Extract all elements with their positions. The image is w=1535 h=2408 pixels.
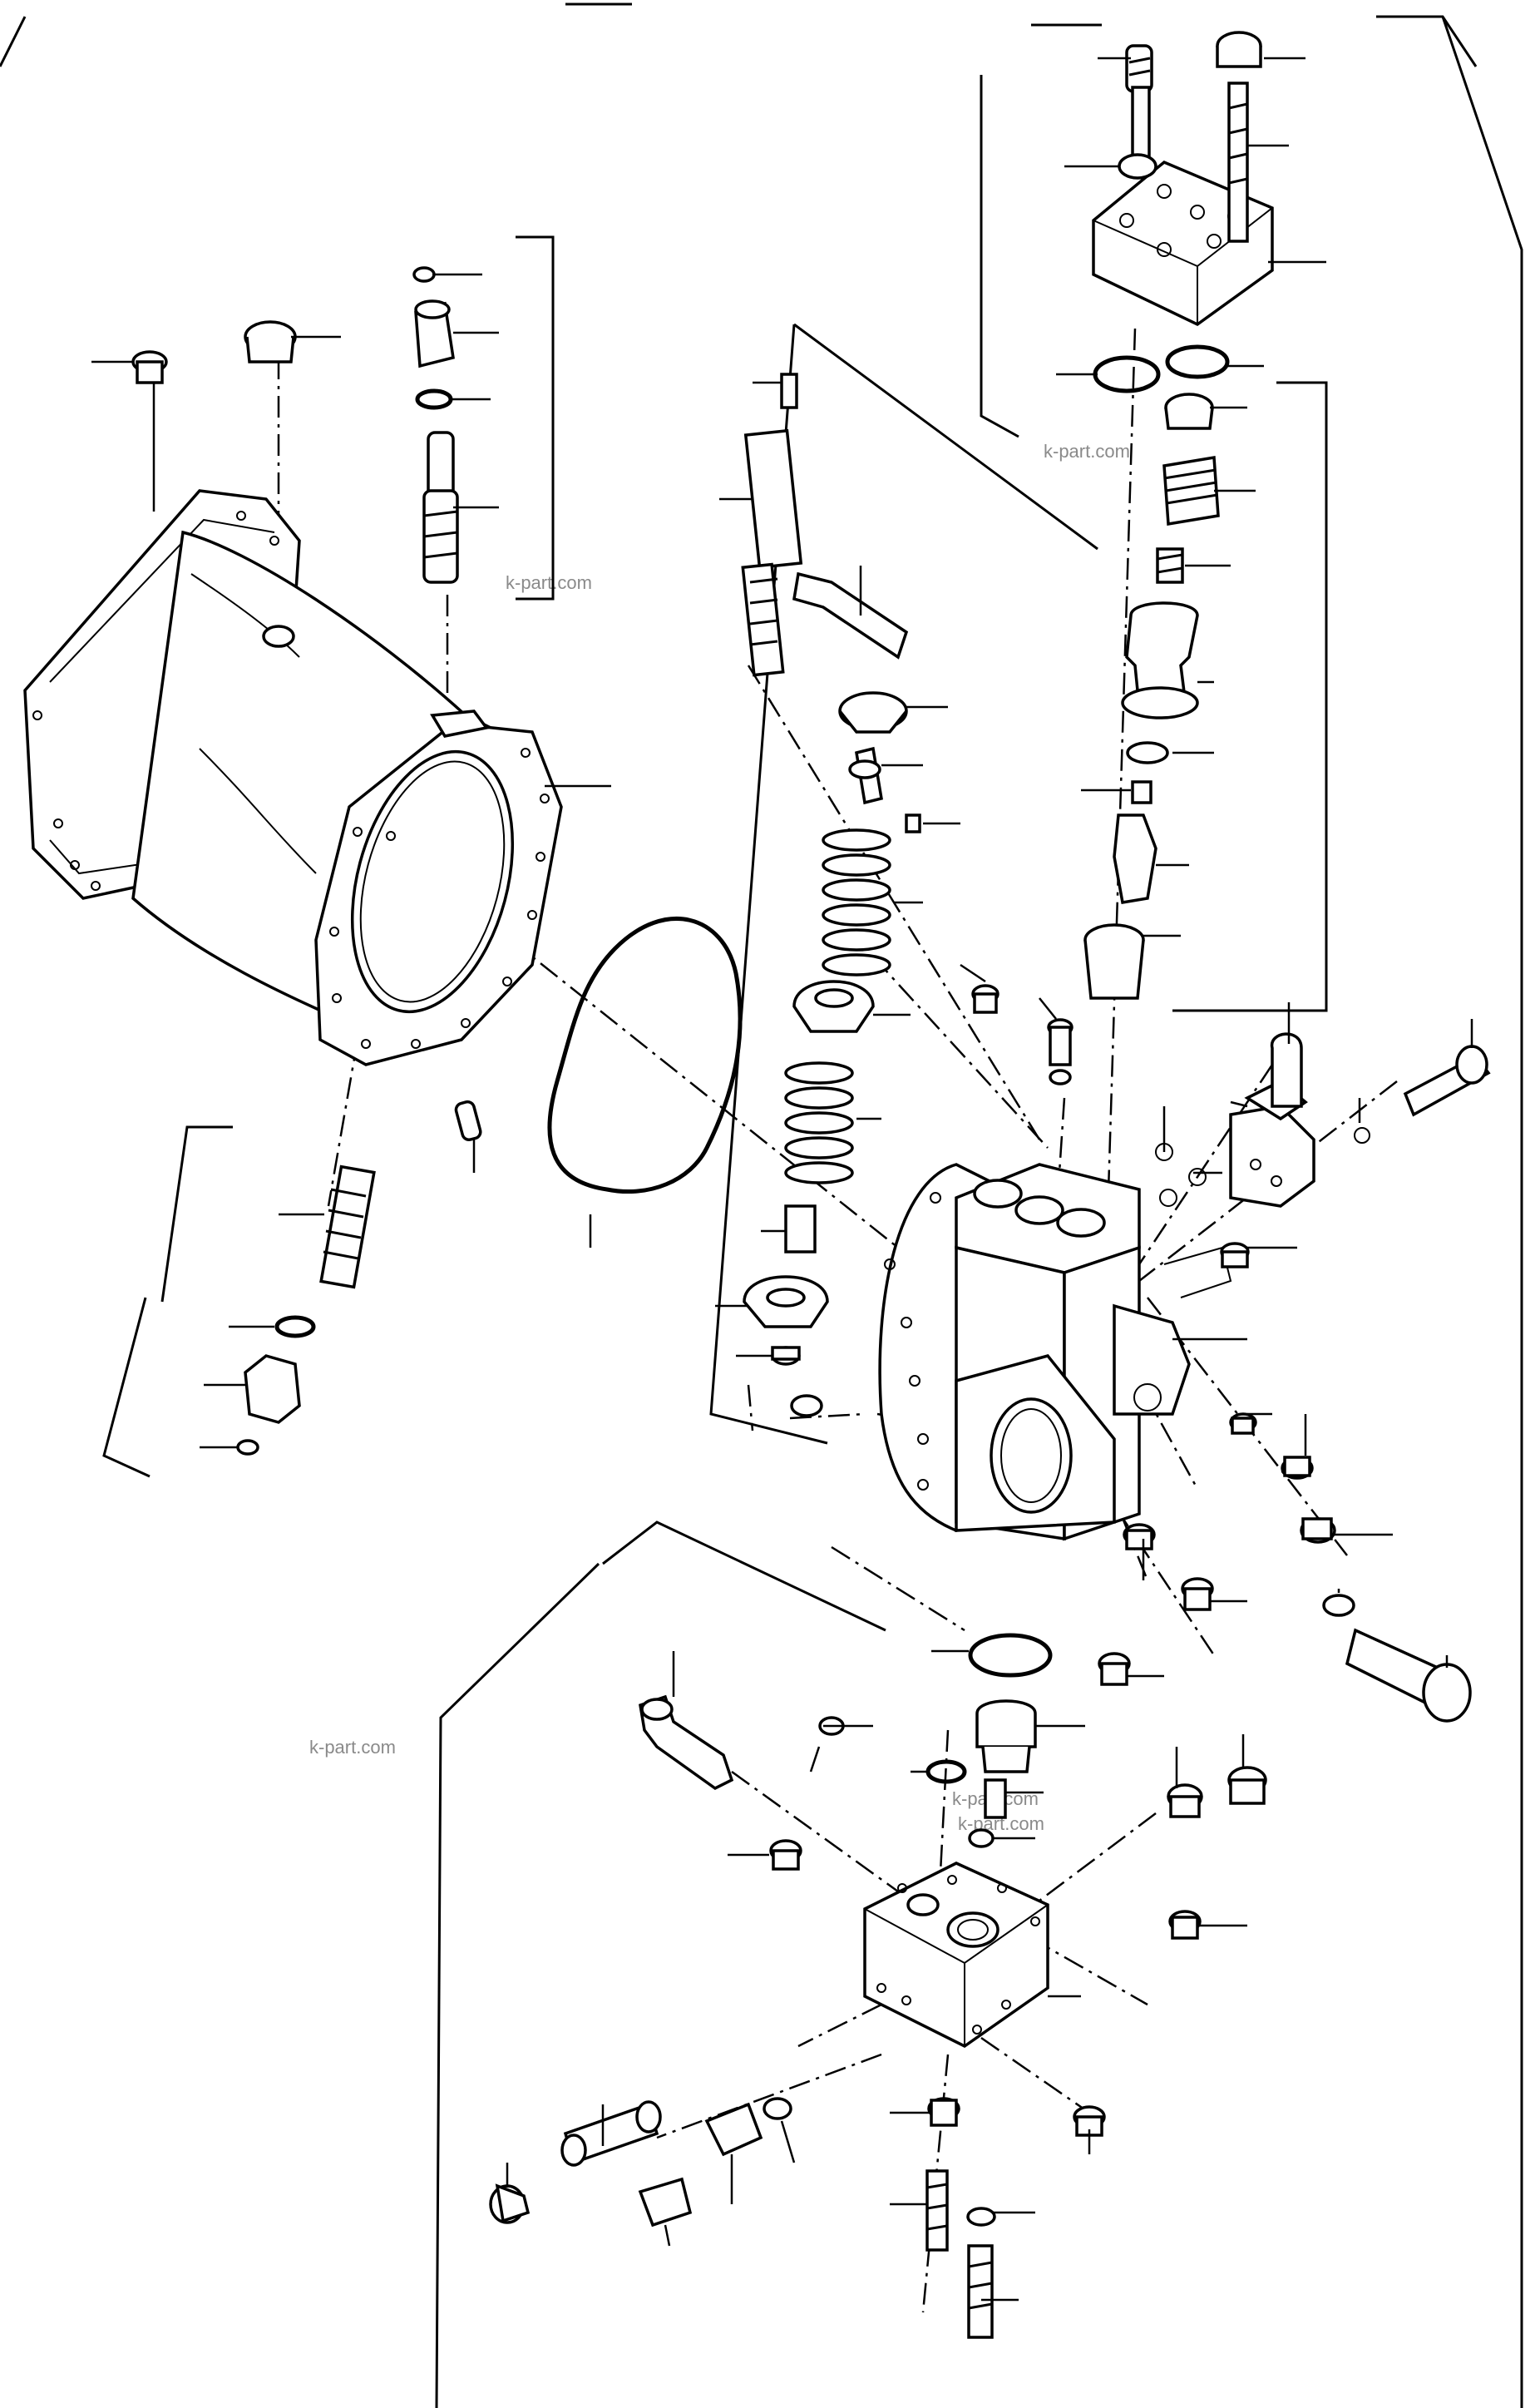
cover-plate-assembly	[1092, 31, 1274, 393]
watermark-1: k-part.com	[1044, 441, 1130, 462]
block-holes	[884, 1192, 941, 1491]
lower-spring	[784, 1061, 854, 1184]
top-left-plugs	[131, 320, 297, 384]
watermark-3: k-part.com	[309, 1737, 396, 1758]
centre-valve-stack	[741, 373, 921, 1366]
right-valve-stack	[1083, 393, 1220, 1000]
left-lower-cartridge	[236, 1100, 482, 1456]
large-o-ring	[547, 917, 743, 1194]
assembly-lines	[277, 328, 1398, 2313]
pump-housing	[23, 489, 563, 1066]
watermark-2: k-part.com	[506, 572, 592, 593]
bottom-valve-block	[489, 1633, 1267, 2339]
callout-leaders	[91, 57, 1473, 2302]
upper-spring	[822, 828, 891, 977]
solenoid-valve	[1229, 1032, 1315, 1208]
left-upper-cartridge	[412, 266, 459, 584]
main-control-block	[878, 1163, 1232, 1541]
housing-bolt-holes	[32, 511, 550, 1049]
